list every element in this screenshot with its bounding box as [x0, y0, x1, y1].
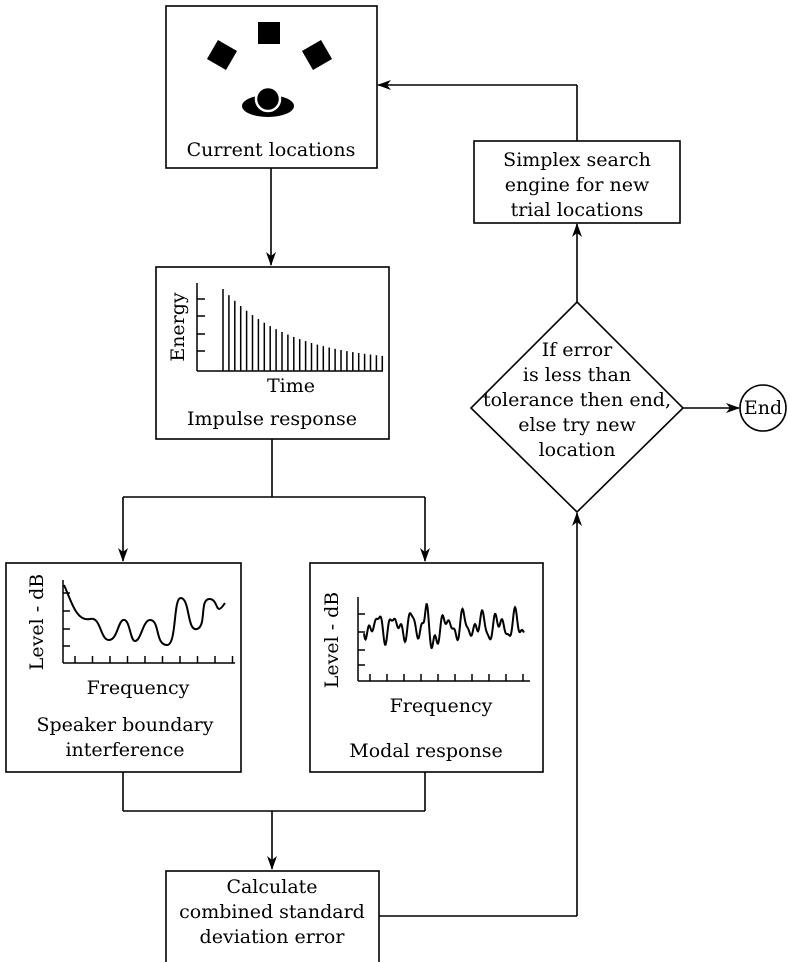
decision-line1: If error	[542, 339, 613, 361]
end-node: End	[739, 384, 787, 432]
speaker-icon-left	[206, 39, 238, 71]
simplex-line3: trial locations	[511, 199, 644, 221]
modal-response-label: Modal response	[349, 740, 502, 762]
speaker-boundary-node: Level - dB Frequency Speaker boundary in…	[5, 562, 242, 773]
current-locations-node: Current locations	[165, 5, 378, 169]
decision-line3: tolerance then end,	[483, 389, 671, 411]
connector-simplex-to-current	[377, 80, 578, 141]
speaker-boundary-chart	[62, 580, 235, 664]
simplex-line2: engine for new	[505, 174, 650, 196]
end-label: End	[744, 397, 782, 419]
impulse-spikes	[222, 289, 384, 371]
decision-line5: location	[539, 439, 616, 461]
calculate-line1: Calculate	[226, 876, 317, 898]
speaker-boundary-label-line1: Speaker boundary	[36, 714, 213, 736]
decision-line4: else try new	[518, 414, 636, 436]
speaker-icon-center	[258, 22, 280, 44]
impulse-x-axis-label: Time	[267, 375, 315, 397]
modal-response-node: Level - dB Frequency Modal response	[309, 562, 544, 773]
connector-impulse-split	[118, 439, 430, 562]
impulse-response-label: Impulse response	[187, 408, 357, 430]
listener-icon	[242, 85, 294, 117]
decision-node: If error is less than tolerance then end…	[469, 300, 685, 514]
impulse-response-node: Energy Time Impulse response	[155, 266, 390, 440]
speaker-boundary-curve	[63, 584, 226, 647]
calculate-line3: deviation error	[200, 926, 346, 948]
modal-response-chart	[357, 597, 530, 682]
calculate-node: Calculate combined standard deviation er…	[165, 870, 380, 962]
modal-response-curve	[363, 602, 525, 650]
simplex-node: Simplex search engine for new trial loca…	[473, 140, 681, 224]
calculate-line2: combined standard	[179, 901, 365, 923]
connector-calculate-to-decision	[379, 512, 582, 917]
speaker-boundary-label-line2: interference	[65, 739, 184, 761]
modal-y-axis-label: Level - dB	[321, 592, 343, 689]
connector-merge	[122, 772, 426, 870]
impulse-y-axis-label: Energy	[167, 292, 189, 362]
decision-line2: is less than	[523, 364, 631, 386]
speaker-boundary-y-axis-label: Level - dB	[26, 574, 48, 671]
impulse-response-chart	[196, 283, 384, 372]
modal-x-axis-label: Frequency	[390, 695, 493, 717]
current-locations-label: Current locations	[187, 139, 356, 161]
speaker-icon-right	[301, 39, 333, 71]
simplex-line1: Simplex search	[503, 149, 651, 171]
speaker-boundary-x-axis-label: Frequency	[87, 677, 190, 699]
